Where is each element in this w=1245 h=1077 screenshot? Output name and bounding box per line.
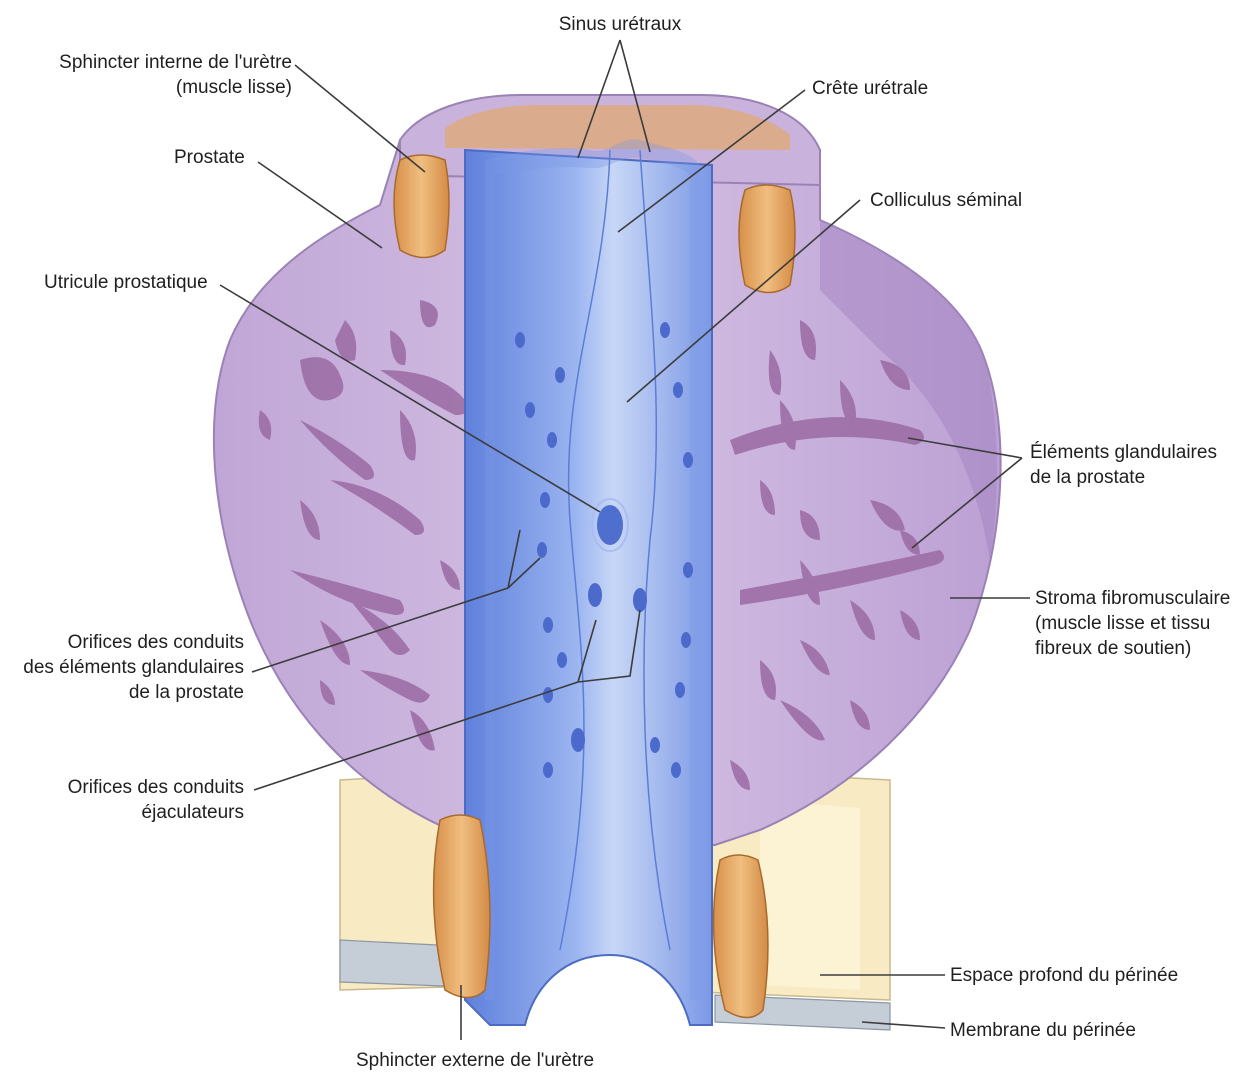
label-glandular-duct-orifices: Orifices des conduits des éléments gland…	[4, 630, 244, 705]
label-external-sphincter: Sphincter externe de l'urètre	[330, 1048, 620, 1073]
label-urethral-crest: Crête urétrale	[812, 76, 928, 101]
label-deep-perineal-space: Espace profond du périnée	[950, 963, 1178, 988]
label-perineal-membrane: Membrane du périnée	[950, 1018, 1136, 1043]
label-urethral-sinuses: Sinus urétraux	[540, 12, 700, 37]
urethra	[465, 139, 712, 1025]
label-prostatic-utricle: Utricule prostatique	[44, 270, 208, 295]
label-ejaculatory-duct-orifices: Orifices des conduits éjaculateurs	[20, 775, 244, 825]
label-fibromuscular-stroma: Stroma fibromusculaire (muscle lisse et …	[1035, 586, 1230, 661]
label-prostate: Prostate	[174, 145, 245, 170]
label-seminal-colliculus: Colliculus séminal	[870, 188, 1022, 213]
label-glandular-elements: Éléments glandulaires de la prostate	[1030, 440, 1217, 490]
label-internal-sphincter: Sphincter interne de l'urètre (muscle li…	[20, 50, 292, 100]
